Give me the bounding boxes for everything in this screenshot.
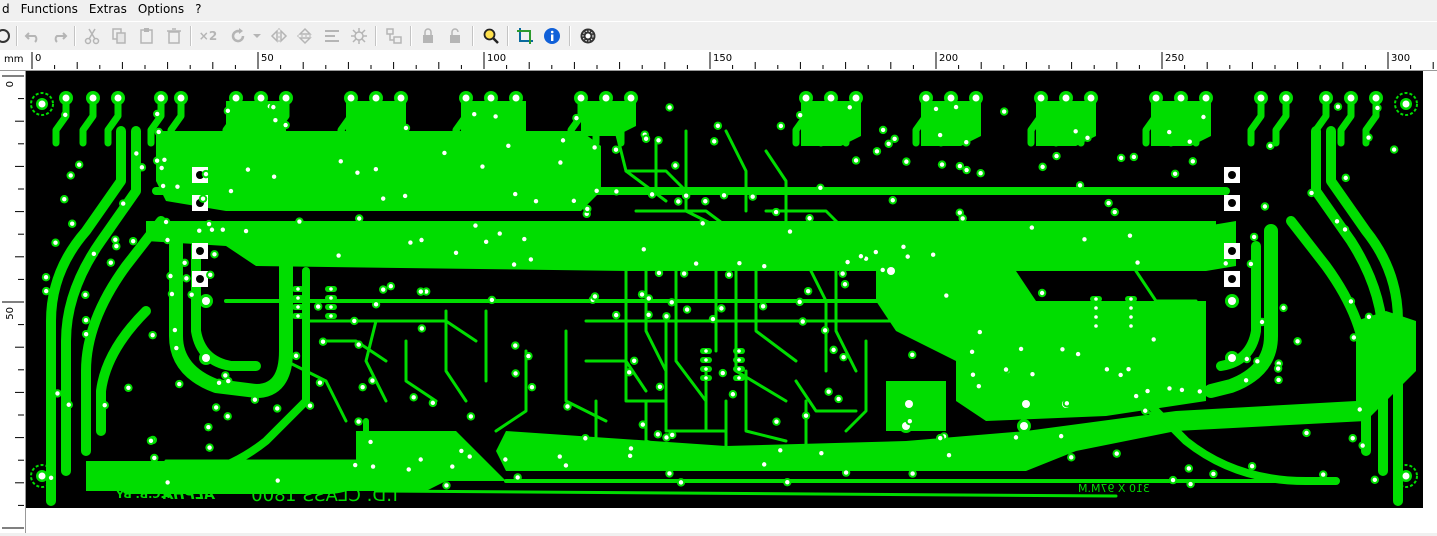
ruler-label: 50 bbox=[261, 53, 274, 64]
ruler-horizontal: 0 50 100 150 200 250 300 bbox=[0, 50, 1437, 71]
ruler-label: 100 bbox=[487, 53, 506, 64]
rotate-icon[interactable] bbox=[227, 25, 249, 47]
mirror-horizontal-icon[interactable] bbox=[268, 25, 290, 47]
zoom-icon[interactable] bbox=[480, 25, 502, 47]
redo-icon[interactable] bbox=[48, 25, 70, 47]
copy-icon[interactable] bbox=[108, 25, 130, 47]
ruler-label: 300 bbox=[1391, 53, 1410, 64]
alpha-logo-text: ALPHA bbox=[162, 487, 216, 503]
photo-icon[interactable] bbox=[577, 25, 599, 47]
group-icon[interactable] bbox=[383, 25, 405, 47]
undo-icon[interactable] bbox=[22, 25, 44, 47]
unlock-icon[interactable] bbox=[444, 25, 466, 47]
ruler-label: 0 bbox=[5, 81, 16, 87]
ruler-vertical: 0 50 bbox=[0, 71, 26, 533]
menu-item-extras[interactable]: Extras bbox=[88, 2, 127, 16]
lock-icon[interactable] bbox=[417, 25, 439, 47]
pcb-board[interactable]: P.C.B. BY ALPHA T.D. CLASS 1800 310 X 97… bbox=[26, 71, 1423, 508]
menu-item-options[interactable]: Options bbox=[137, 2, 185, 16]
toolbar: ×2 bbox=[0, 21, 1437, 51]
title-text: T.D. CLASS 1800 bbox=[251, 485, 402, 506]
ruler-unit: mm bbox=[0, 50, 26, 70]
ruler-label: 50 bbox=[5, 307, 16, 320]
snap-icon[interactable] bbox=[348, 25, 370, 47]
crop-icon[interactable] bbox=[514, 25, 536, 47]
board-canvas[interactable]: P.C.B. BY ALPHA T.D. CLASS 1800 310 X 97… bbox=[26, 71, 1437, 533]
mirror-vertical-icon[interactable] bbox=[294, 25, 316, 47]
paste-icon[interactable] bbox=[136, 25, 158, 47]
ruler-label: 150 bbox=[713, 53, 732, 64]
times-two-icon[interactable]: ×2 bbox=[198, 29, 218, 43]
delete-icon[interactable] bbox=[163, 25, 185, 47]
ruler-label: 200 bbox=[939, 53, 958, 64]
ruler-label: 0 bbox=[35, 53, 41, 64]
info-icon[interactable] bbox=[541, 25, 563, 47]
align-icon[interactable] bbox=[321, 25, 343, 47]
menu-item-functions[interactable]: Functions bbox=[20, 2, 78, 16]
chevron-down-icon[interactable] bbox=[251, 25, 263, 47]
menu-bar: d Functions Extras Options ? bbox=[0, 0, 1437, 18]
size-text: 310 X 97M.M bbox=[1078, 482, 1150, 495]
pcb-by-text: P.C.B. BY bbox=[115, 488, 171, 501]
menu-item-help[interactable]: ? bbox=[195, 2, 202, 16]
partial-icon[interactable] bbox=[0, 25, 14, 47]
menu-item-d[interactable]: d bbox=[2, 2, 10, 16]
ruler-label: 250 bbox=[1165, 53, 1184, 64]
cut-icon[interactable] bbox=[81, 25, 103, 47]
